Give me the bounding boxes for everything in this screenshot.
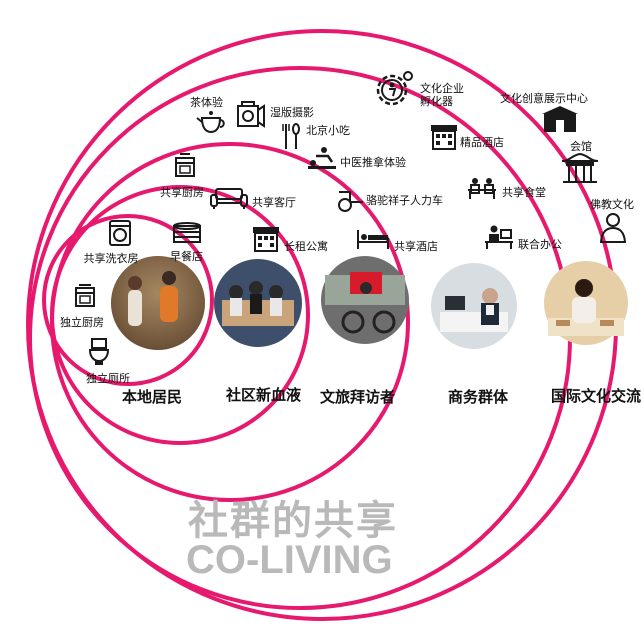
- group-business: 商务群体: [448, 388, 509, 406]
- rickshaw-icon: [338, 191, 363, 212]
- dining-table-icon: [468, 178, 496, 199]
- kitchen-stove-icon: [175, 153, 195, 177]
- ring-inner: [42, 214, 214, 386]
- label-hotel-shared: 共享酒店: [394, 240, 438, 253]
- label-tea: 茶体验: [190, 96, 223, 109]
- stove-icon: [75, 284, 95, 307]
- utensils-icon: [282, 123, 300, 149]
- group-community-newcomers: 社区新血液: [226, 386, 302, 404]
- hostel-building-icon: [431, 125, 457, 150]
- international-culture-photo: [544, 261, 628, 345]
- label-buddhism: 佛教文化: [590, 198, 634, 211]
- label-snack: 北京小吃: [306, 124, 350, 137]
- apartment-building-icon: [253, 227, 279, 252]
- toilet-icon: [88, 338, 110, 365]
- label-cowork: 联合办公: [518, 238, 562, 251]
- title-chinese: 社群的共享: [188, 498, 398, 544]
- label-rickshaw: 骆驼祥子人力车: [366, 194, 443, 207]
- office-desk-icon: [485, 225, 513, 249]
- gear-person-icon: [376, 71, 413, 106]
- steamer-icon: [173, 222, 201, 243]
- label-incubator: 文化企业孵化器: [420, 82, 464, 108]
- teapot-icon: [196, 111, 225, 134]
- cultural-tourists-photo: [321, 256, 409, 344]
- pavilion-icon: [561, 152, 599, 183]
- ring-second: [50, 185, 310, 445]
- label-photo: 湿版摄影: [270, 106, 314, 119]
- group-cultural-tourists: 文旅拜访者: [320, 388, 396, 406]
- label-exhibition: 文化创意展示中心: [500, 92, 588, 105]
- exhibition-building-icon: [542, 106, 578, 132]
- label-hall: 会馆: [570, 140, 592, 153]
- title-english: CO-LIVING: [186, 538, 393, 582]
- label-massage: 中医推拿体验: [340, 156, 406, 169]
- group-international: 国际文化交流: [550, 387, 641, 405]
- label-laundry: 共享洗衣房: [83, 252, 139, 265]
- community-newcomers-photo: [214, 259, 302, 347]
- label-toilet-private: 独立厕所: [86, 372, 130, 385]
- buddha-icon: [599, 213, 627, 243]
- label-boutique-hotel: 精品酒店: [460, 136, 504, 149]
- camera-icon: [237, 101, 265, 128]
- local-residents-photo: [111, 256, 205, 350]
- label-apartment: 长租公寓: [284, 240, 328, 253]
- label-canteen: 共享食堂: [502, 186, 546, 199]
- massage-icon: [308, 147, 336, 169]
- group-local-residents: 本地居民: [122, 388, 183, 406]
- washing-machine-icon: [109, 220, 131, 246]
- label-breakfast: 早餐店: [170, 250, 203, 263]
- business-group-photo: [431, 263, 517, 349]
- sofa-icon: [210, 188, 248, 209]
- label-kitchen-shared: 共享厨房: [160, 186, 204, 199]
- label-kitchen-private: 独立厨房: [60, 316, 104, 329]
- bed-icon: [357, 230, 389, 249]
- label-living-room: 共享客厅: [252, 196, 296, 209]
